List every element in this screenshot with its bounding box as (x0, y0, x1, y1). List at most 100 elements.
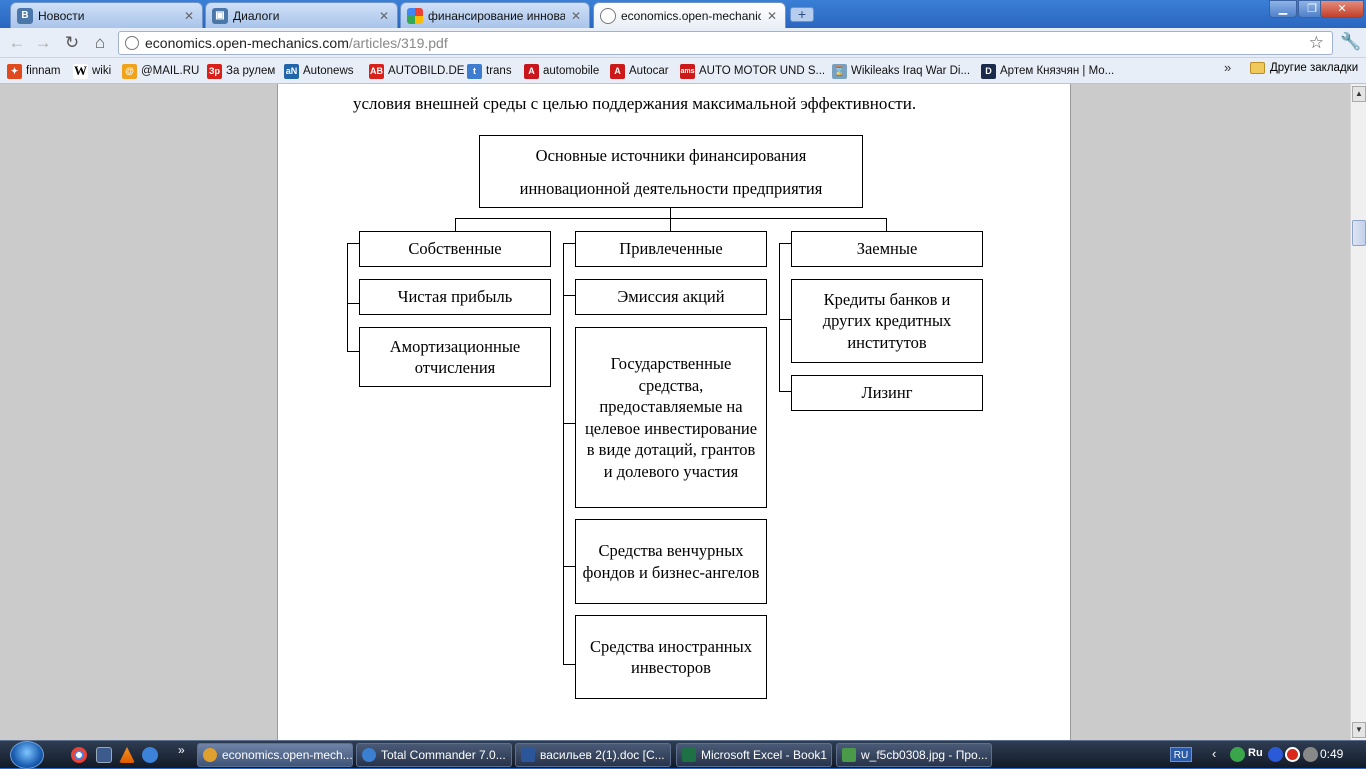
image-viewer-icon (842, 748, 856, 762)
bookmark-label: Autonews (303, 65, 354, 77)
task-label: васильев 2(1).doc [С... (540, 748, 665, 762)
bookmark-wikileaks[interactable]: ⌛Wikileaks Iraq War Di... (832, 62, 970, 80)
bluetooth-icon[interactable] (1268, 747, 1283, 762)
close-icon[interactable]: ✕ (183, 8, 195, 23)
tab-dialogi[interactable]: ▣ Диалоги ✕ (205, 2, 398, 28)
taskbar-item-image-viewer[interactable]: w_f5cb0308.jpg - Про... (836, 743, 992, 767)
tab-economics[interactable]: economics.open-mechanics.co ✕ (593, 2, 786, 29)
connector-line (563, 664, 575, 665)
save-icon[interactable] (96, 747, 112, 763)
task-label: Microsoft Excel - Book1 (701, 748, 828, 762)
other-bookmarks[interactable]: Другие закладки (1250, 62, 1358, 74)
connector-line (670, 218, 671, 231)
taskbar-item-total-commander[interactable]: Total Commander 7.0... (356, 743, 512, 767)
connector-line (563, 566, 575, 567)
root-box: Основные источники финансирования иннова… (479, 135, 863, 208)
pdf-page: условия внешней среды с целью поддержани… (277, 84, 1071, 740)
chevron-right-icon[interactable]: » (178, 743, 185, 757)
new-tab-button[interactable]: + (790, 7, 814, 22)
bookmark-finnam[interactable]: ✦ finnam (7, 62, 61, 80)
bookmark-ams[interactable]: ams AUTO MOTOR UND S... (680, 62, 825, 80)
back-icon[interactable]: ← (8, 33, 26, 52)
tab-novosti[interactable]: В Новости ✕ (10, 2, 203, 28)
pdf-viewer[interactable]: условия внешней среды с целью поддержани… (0, 84, 1350, 740)
bookmark-label: automobile (543, 65, 600, 77)
connector-line (779, 319, 791, 320)
vertical-scrollbar[interactable]: ▲ ▼ (1350, 84, 1366, 740)
chrome-icon[interactable] (71, 747, 87, 763)
start-button[interactable] (10, 741, 44, 769)
scroll-up-icon[interactable]: ▲ (1352, 86, 1366, 102)
finnam-icon: ✦ (7, 63, 22, 79)
taskbar-item-excel[interactable]: Microsoft Excel - Book1 (676, 743, 832, 767)
taskbar: » economics.open-mech... Total Commander… (0, 740, 1366, 769)
scrollbar-thumb[interactable] (1352, 220, 1366, 246)
wikipedia-icon: W (73, 63, 88, 79)
excel-icon (682, 748, 696, 762)
source-label: Лизинг (861, 383, 913, 403)
bookmark-label: Wikileaks Iraq War Di... (851, 65, 971, 77)
google-icon (407, 7, 423, 24)
minimize-button[interactable]: ▁ (1269, 0, 1297, 18)
address-bar[interactable]: economics.open-mechanics.com/articles/31… (118, 31, 1333, 55)
source-label: Средства венчурных фондов и бизнес-ангел… (582, 541, 760, 582)
bookmark-label: finnam (26, 65, 61, 77)
close-window-button[interactable]: ✕ (1320, 0, 1364, 18)
connector-line (670, 208, 671, 218)
tray-language-label[interactable]: Ru (1248, 747, 1263, 759)
connector-line (563, 423, 575, 424)
mailru-icon: @ (122, 63, 137, 79)
url-path: /articles/319.pdf (348, 35, 448, 51)
d-icon: D (981, 63, 996, 79)
chevron-right-icon[interactable]: » (1224, 60, 1232, 75)
bookmark-mailru[interactable]: @@MAIL.RU (122, 62, 199, 80)
ams-icon: ams (680, 63, 695, 79)
root-line-2: инновационной деятельности предприятия (519, 178, 823, 198)
autonews-icon: aN (284, 63, 299, 79)
chevron-left-icon[interactable]: ‹ (1212, 746, 1217, 761)
ie-icon[interactable] (142, 747, 158, 763)
clock[interactable]: 0:49 (1320, 747, 1344, 761)
vlc-icon[interactable] (119, 747, 135, 763)
wrench-icon[interactable]: 🔧 (1340, 32, 1362, 51)
scroll-down-icon[interactable]: ▼ (1352, 722, 1366, 738)
home-icon[interactable]: ⌂ (94, 33, 106, 52)
header-label: Привлеченные (619, 239, 723, 259)
header-label: Заемные (856, 239, 918, 259)
bookmark-label: За рулем (226, 65, 276, 77)
bookmark-label: AUTO MOTOR UND S... (699, 65, 826, 77)
source-box: Лизинг (791, 375, 983, 411)
source-label: Кредиты банков и других кредитных инстит… (822, 289, 952, 352)
close-icon[interactable]: ✕ (570, 8, 582, 23)
task-label: economics.open-mech... (222, 748, 353, 762)
connector-line (347, 243, 359, 244)
opera-icon[interactable] (1285, 747, 1300, 762)
connector-line (347, 243, 348, 351)
bookmark-zarulem[interactable]: Зр За рулем (207, 62, 275, 80)
source-box: Государственные средства, предоставляемы… (575, 327, 767, 508)
close-icon[interactable]: ✕ (766, 9, 778, 23)
column-header-own: Собственные (359, 231, 551, 267)
network-icon[interactable] (1230, 747, 1245, 762)
forward-icon[interactable]: → (34, 33, 52, 52)
reload-icon[interactable]: ↻ (64, 33, 80, 52)
star-icon[interactable]: ☆ (1308, 33, 1324, 52)
taskbar-item-word[interactable]: васильев 2(1).doc [С... (515, 743, 671, 767)
close-icon[interactable]: ✕ (378, 8, 390, 23)
zarulem-icon: Зр (207, 63, 222, 79)
bookmark-autonews[interactable]: aN Autonews (284, 62, 354, 80)
source-box: Амортизационные отчисления (359, 327, 551, 387)
language-indicator[interactable]: RU (1170, 747, 1192, 762)
source-label: Государственные средства, предоставляемы… (584, 354, 758, 481)
tab-financing[interactable]: финансирование инновацио ✕ (400, 2, 590, 28)
volume-icon[interactable] (1303, 747, 1318, 762)
trans-icon: t (467, 63, 482, 79)
taskbar-item-chrome[interactable]: economics.open-mech... (197, 743, 353, 767)
source-label: Средства иностранных инвесторов (590, 636, 752, 678)
